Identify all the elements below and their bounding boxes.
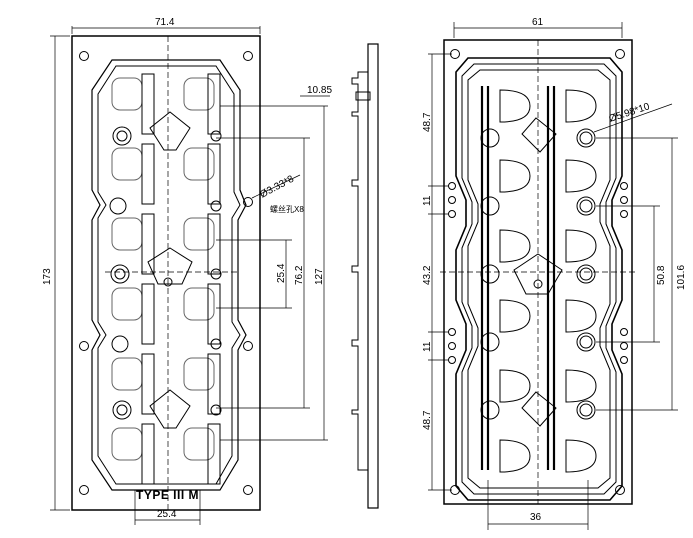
side-profile-bumps [351,71,368,471]
back-width-label: 61 [532,17,544,28]
back-gasket-inner [461,63,617,495]
back-left-bottom-label: 48.7 [422,410,433,430]
front-corner-hole-bl [79,485,89,495]
front-dimension-lines [50,26,330,525]
back-lens-bullets [499,89,597,473]
back-left-11-upper: 11 [422,195,433,206]
back-fins-center [546,86,556,470]
front-corner-hole-br [243,485,253,495]
back-view [428,22,678,530]
front-view [50,26,330,525]
side-dim-box [355,91,371,101]
front-diamond-top [149,111,191,151]
back-diamond-top [521,117,557,153]
front-hole-callout: Ø3.33*8 [258,174,296,201]
front-hole-note: 螺丝孔X8 [270,204,304,214]
back-left-top-label: 48.7 [422,112,433,132]
front-corner-hole-tl [79,51,89,61]
front-diamond-bottom [149,389,191,429]
back-diamond-mid [513,253,563,295]
back-hole-callout: Ø5.98*10 [608,101,652,125]
side-profile-plate [367,43,379,509]
front-bottom-span-label: 25.4 [157,509,177,520]
front-corner-hole-ml [79,341,89,351]
back-diamond-bottom [521,391,557,427]
dim-25-4-label: 25.4 [276,263,287,283]
dim-127-label: 127 [314,268,325,285]
front-corner-hole-mr [243,341,253,351]
back-large-holes [480,128,596,420]
type-stamp: TYPE III M [136,488,199,502]
front-diamond-mid [147,247,193,285]
front-height-label: 173 [42,268,53,285]
back-left-11-lower: 11 [422,341,433,352]
back-bottom-span-label: 36 [530,512,542,523]
front-outer-frame [71,35,261,511]
side-view [351,43,379,509]
front-corner-hole-tr [243,51,253,61]
front-labels: 71.4 173 10.85 Ø3.33*8 螺丝孔X8 25.4 76.2 1… [42,17,332,520]
front-inner-body [91,59,247,491]
back-left-middle-label: 43.2 [422,265,433,285]
front-screw-holes [109,126,222,420]
back-gasket-outer [455,57,623,501]
wall-thickness-label: 10.85 [307,85,332,96]
front-inner-body-offset [97,65,241,485]
back-corner-holes [448,49,628,495]
front-strips [141,73,221,485]
dim-76-2-label: 76.2 [294,265,305,285]
dim-101-6-label: 101.6 [676,265,687,290]
front-width-label: 71.4 [155,17,175,28]
back-dimension-lines [428,22,678,530]
back-gasket-inner2 [467,69,611,489]
dim-50-8-label: 50.8 [656,265,667,285]
front-side-hole [243,197,253,207]
